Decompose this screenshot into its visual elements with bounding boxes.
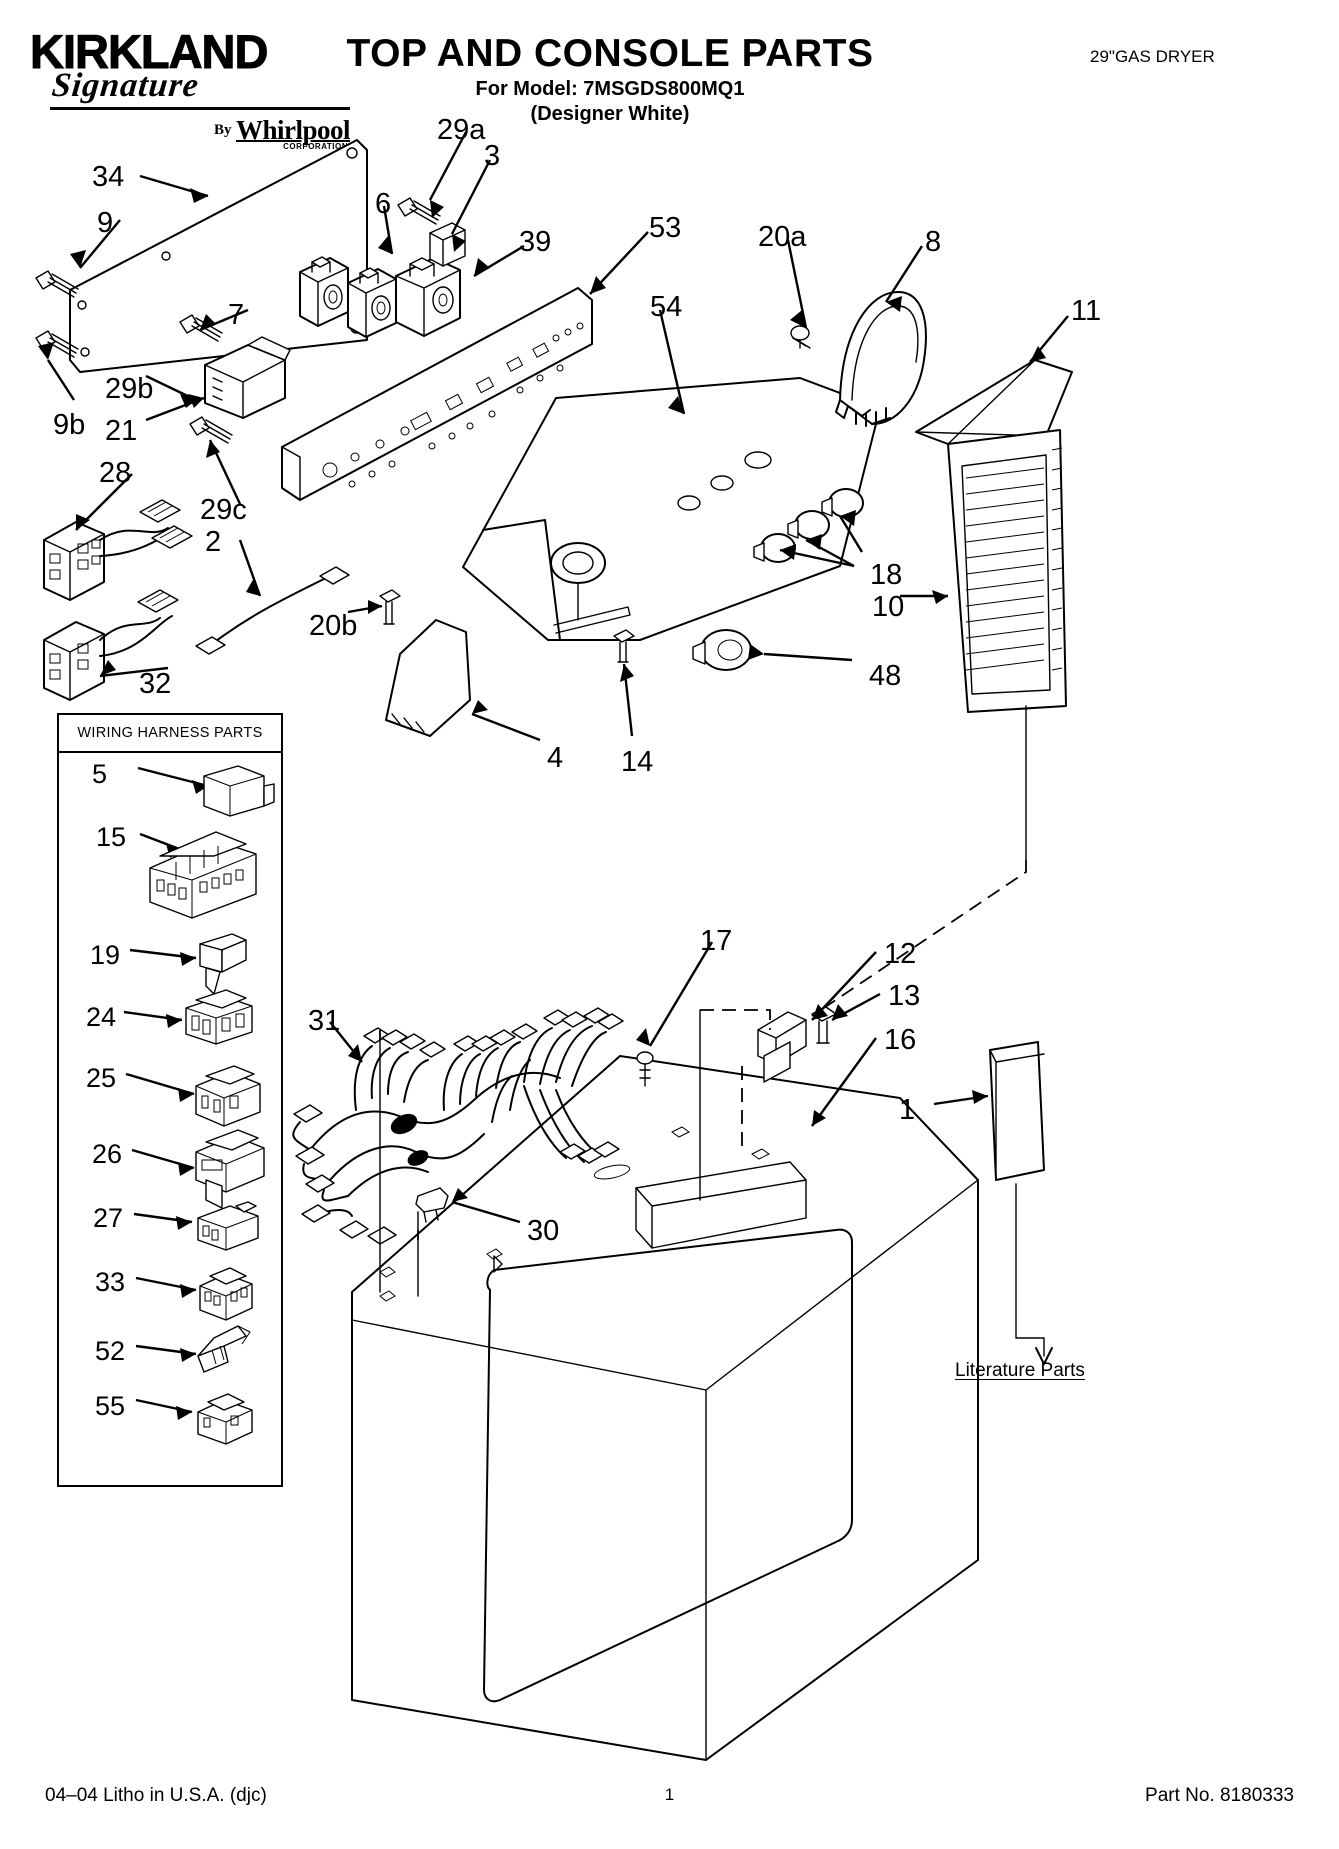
callout-13: 13 xyxy=(888,980,921,1012)
callout-55: 55 xyxy=(95,1391,126,1421)
callout-3: 3 xyxy=(484,140,501,172)
callout-28: 28 xyxy=(99,457,132,489)
part-clip-30 xyxy=(415,1187,449,1223)
part-harness-28 xyxy=(43,499,193,601)
callout-27: 27 xyxy=(93,1203,124,1233)
part-screw-7 xyxy=(179,314,223,342)
wiring-harness-parts-box: WIRING HARNESS PARTS xyxy=(57,713,283,1487)
part-screw-20b xyxy=(379,589,401,625)
wiring-harness-parts-title: WIRING HARNESS PARTS xyxy=(59,715,281,753)
part-lint-screen-11 xyxy=(915,359,1073,713)
part-console-shell-54 xyxy=(462,377,881,641)
callout-14: 14 xyxy=(621,746,654,778)
part-bracket-3c xyxy=(429,222,466,267)
part-handle-8 xyxy=(835,291,927,427)
footer-litho-text: 04–04 Litho in U.S.A. (djc) xyxy=(45,1785,267,1806)
part-knob-18b xyxy=(787,510,830,540)
callout-26: 26 xyxy=(92,1139,123,1169)
callout-29-lower: 29c xyxy=(200,494,247,526)
callout-7: 7 xyxy=(228,299,245,331)
callout-16: 16 xyxy=(884,1024,917,1056)
part-screw-17 xyxy=(636,1051,654,1087)
part-screw-20a xyxy=(790,325,811,349)
callout-10: 10 xyxy=(872,591,905,623)
callout-52: 52 xyxy=(95,1336,126,1366)
callout-34: 34 xyxy=(92,161,125,193)
callout-1: 1 xyxy=(899,1094,916,1126)
callout-8: 8 xyxy=(925,226,942,258)
part-knob-18c xyxy=(753,533,796,563)
part-knob-48 xyxy=(692,629,752,671)
callout-48: 48 xyxy=(869,660,902,692)
part-switch-39 xyxy=(395,257,461,337)
callout-32: 32 xyxy=(139,668,172,700)
part-top-panel-16 xyxy=(351,1055,979,1761)
callout-17: 17 xyxy=(700,925,733,957)
callout-54: 54 xyxy=(650,291,683,323)
part-screw-13 xyxy=(811,1006,837,1044)
part-console-rail-53 xyxy=(281,287,593,501)
brand-name-signature: Signature xyxy=(50,67,201,104)
callout-39: 39 xyxy=(519,226,552,258)
callout-4: 4 xyxy=(547,742,564,774)
variant-line: (Designer White) xyxy=(530,103,690,125)
part-switch-3a xyxy=(299,256,349,327)
callout-29-mid: 29b xyxy=(105,373,154,405)
callout-5: 5 xyxy=(92,759,108,789)
footer-page-number: 1 xyxy=(664,1785,675,1804)
callout-25: 25 xyxy=(86,1063,117,1093)
callout-18: 18 xyxy=(870,559,903,591)
callout-2: 2 xyxy=(205,526,222,558)
callout-9: 9 xyxy=(97,207,114,239)
callout-20-lower: 20b xyxy=(309,610,358,642)
part-hinge-12 xyxy=(757,1011,807,1083)
callout-19: 19 xyxy=(90,940,121,970)
callout-9-lower: 9b xyxy=(53,409,86,441)
brand-by-line: By Whirlpool CORPORATION xyxy=(30,115,351,151)
callout-53: 53 xyxy=(649,212,682,244)
part-screw-9a xyxy=(35,270,79,298)
part-timer-21 xyxy=(204,336,291,419)
page-title: TOP AND CONSOLE PARTS xyxy=(346,32,874,75)
callout-12: 12 xyxy=(884,938,917,970)
callout-24: 24 xyxy=(86,1002,117,1032)
callout-21: 21 xyxy=(105,415,138,447)
callout-11: 11 xyxy=(1071,295,1102,327)
part-knob-18a xyxy=(821,488,864,518)
literature-parts-label: Literature Parts xyxy=(955,1360,1085,1381)
part-screw-14 xyxy=(613,629,635,663)
callout-6: 6 xyxy=(375,188,392,220)
brand-name-kirkland: KIRKLAND xyxy=(30,25,269,78)
brand-divider xyxy=(50,107,350,110)
part-screw-6 xyxy=(397,197,441,225)
callout-33: 33 xyxy=(95,1267,126,1297)
footer-part-number: Part No. 8180333 xyxy=(1145,1785,1294,1806)
appliance-type-label: 29"GAS DRYER xyxy=(1090,47,1215,66)
callout-31: 31 xyxy=(308,1005,341,1037)
by-prefix-label: By xyxy=(214,122,232,138)
part-switch-3b xyxy=(347,267,397,338)
part-literature-1 xyxy=(989,1041,1045,1181)
part-end-cap-4 xyxy=(385,619,471,737)
part-screw-9b xyxy=(35,330,79,358)
part-screw-29c xyxy=(189,416,233,444)
callout-29-top: 29a xyxy=(437,114,486,146)
callout-30: 30 xyxy=(527,1215,560,1247)
brand-corporation-label: CORPORATION xyxy=(283,142,348,151)
model-line: For Model: 7MSGDS800MQ1 xyxy=(475,78,745,100)
callout-20-upper: 20a xyxy=(758,221,807,253)
part-main-harness-31 xyxy=(292,1007,624,1245)
brand-logo: KIRKLAND Signature By Whirlpool CORPORAT… xyxy=(30,25,360,152)
callout-15: 15 xyxy=(96,822,127,852)
